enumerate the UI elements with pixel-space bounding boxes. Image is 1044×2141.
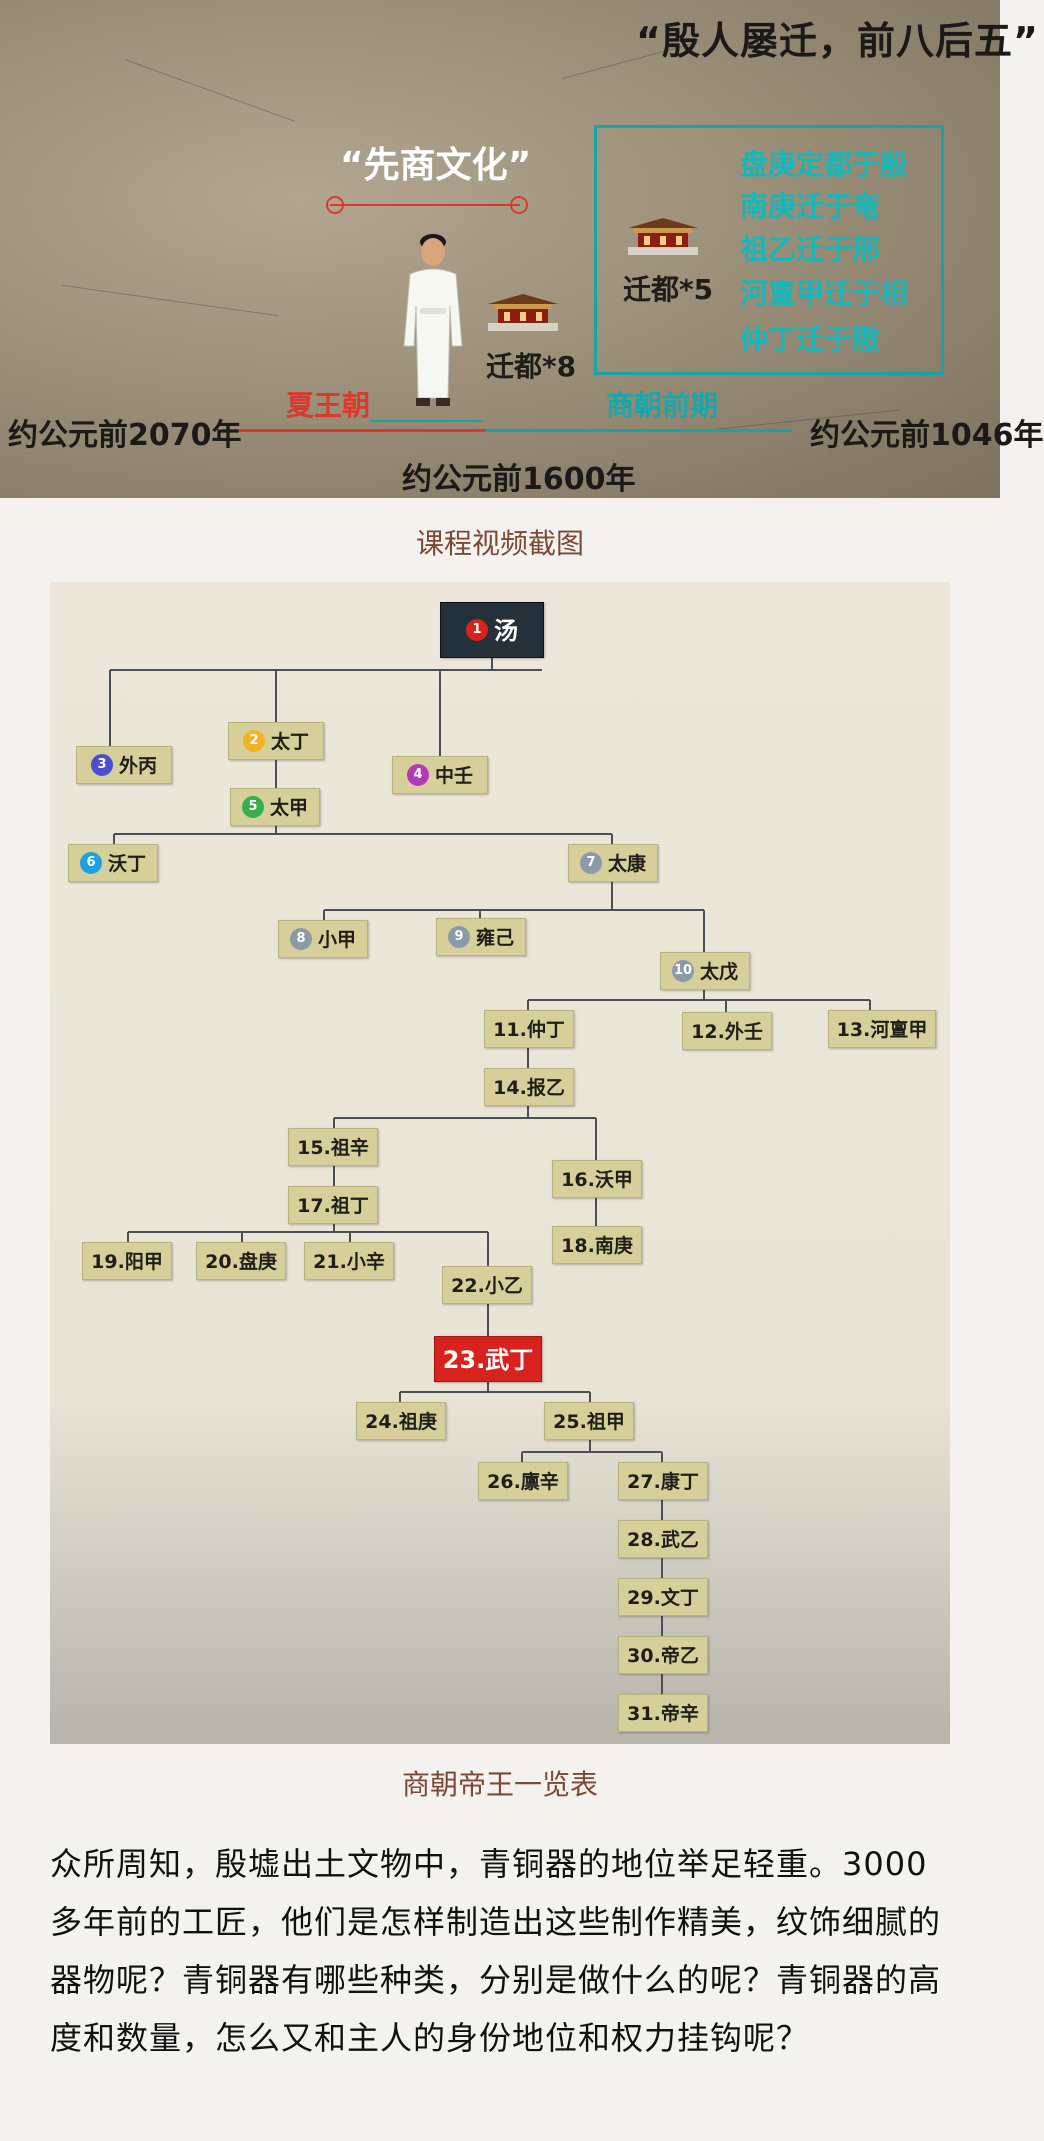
king-node: 29.文丁 bbox=[618, 1578, 708, 1616]
capital-moves-box bbox=[594, 125, 944, 375]
shang-timeline bbox=[486, 429, 792, 432]
king-node: 25.祖甲 bbox=[544, 1402, 634, 1440]
tree-connectors bbox=[109, 658, 871, 1694]
capital-move-line: 南庚迁于奄 bbox=[740, 190, 881, 223]
king-node: 13.河亶甲 bbox=[828, 1010, 936, 1048]
king-name: 汤 bbox=[494, 617, 518, 645]
capital-move-line: 祖乙迁于邢 bbox=[740, 233, 881, 266]
date-mid: 约公元前1600年 bbox=[402, 462, 636, 497]
shang-person-figure bbox=[403, 234, 463, 406]
moves-count-earlier: 迁都*8 bbox=[486, 350, 577, 383]
king-node: 28.武乙 bbox=[618, 1520, 708, 1558]
king-number-badge: 8 bbox=[289, 927, 312, 950]
king-name: 沃丁 bbox=[107, 853, 146, 875]
king-number-badge: 5 bbox=[241, 795, 264, 818]
king-number-badge: 3 bbox=[90, 753, 113, 776]
capital-move-line: 仲丁迁于隞 bbox=[740, 323, 881, 356]
capital-move-line: 河亶甲迁于相 bbox=[740, 277, 909, 310]
king-number-badge: 7 bbox=[579, 851, 602, 874]
king-name: 小甲 bbox=[317, 929, 356, 951]
king-name: 雍己 bbox=[475, 927, 514, 949]
date-start: 约公元前2070年 bbox=[8, 418, 242, 453]
king-node: 21.小辛 bbox=[304, 1242, 394, 1280]
video-screenshot: “殷人屡迁，前八后五” “先商文化” 盘庚定都于殷 南庚迁于奄 祖乙迁于邢 河亶… bbox=[0, 0, 1044, 498]
king-node: 30.帝乙 bbox=[618, 1636, 708, 1674]
king-node: 12.外壬 bbox=[682, 1012, 772, 1050]
king-node: 14.报乙 bbox=[484, 1068, 574, 1106]
king-number-badge: 4 bbox=[406, 763, 429, 786]
king-node: 16.沃甲 bbox=[552, 1160, 642, 1198]
culture-range-bar bbox=[330, 204, 520, 206]
tree-caption: 商朝帝王一览表 bbox=[401, 1768, 598, 1801]
capital-move-line: 盘庚定都于殷 bbox=[740, 148, 909, 181]
king-node: 20.盘庚 bbox=[196, 1242, 286, 1280]
king-node: 17.祖丁 bbox=[288, 1186, 378, 1224]
king-node: 31.帝辛 bbox=[618, 1694, 708, 1732]
early-shang-label: 商朝前期 bbox=[606, 389, 719, 422]
king-name: 外丙 bbox=[118, 755, 157, 777]
video-caption: 课程视频截图 bbox=[415, 527, 584, 560]
king-node: 18.南庚 bbox=[552, 1226, 642, 1264]
pre-shang-culture-label: “先商文化” bbox=[340, 145, 532, 186]
king-number-badge: 9 bbox=[447, 925, 470, 948]
king-node: 27.康丁 bbox=[618, 1462, 708, 1500]
king-node: 11.仲丁 bbox=[484, 1010, 574, 1048]
king-node: 24.祖庚 bbox=[356, 1402, 446, 1440]
range-dot-left bbox=[326, 196, 344, 214]
palace-icon bbox=[488, 294, 558, 331]
king-number-badge: 6 bbox=[79, 851, 102, 874]
timeline-cap bbox=[370, 420, 482, 422]
king-name: 太丁 bbox=[270, 731, 309, 753]
range-dot-right bbox=[510, 196, 528, 214]
king-node: 19.阳甲 bbox=[82, 1242, 172, 1280]
king-number-badge: 2 bbox=[242, 729, 265, 752]
king-name: 太甲 bbox=[269, 797, 308, 819]
king-name: 太康 bbox=[607, 853, 646, 875]
xia-timeline bbox=[222, 429, 486, 432]
king-name: 中壬 bbox=[434, 765, 473, 787]
king-node: 23.武丁 bbox=[434, 1336, 542, 1382]
wall-crack bbox=[125, 59, 295, 122]
xia-dynasty-label: 夏王朝 bbox=[286, 389, 371, 422]
moves-count-later: 迁都*5 bbox=[623, 273, 714, 306]
quote-title: “殷人屡迁，前八后五” bbox=[636, 19, 1039, 63]
king-node: 26.廪辛 bbox=[478, 1462, 568, 1500]
king-node: 15.祖辛 bbox=[288, 1128, 378, 1166]
king-number-badge: 1 bbox=[466, 619, 488, 641]
king-node: 22.小乙 bbox=[442, 1266, 532, 1304]
king-number-badge: 10 bbox=[671, 959, 694, 982]
king-name: 太戊 bbox=[699, 961, 738, 983]
palace-icon bbox=[628, 218, 698, 255]
wall-crack bbox=[61, 284, 279, 317]
intro-paragraph: 众所周知，殷墟出土文物中，青铜器的地位举足轻重。3000多年前的工匠，他们是怎样… bbox=[50, 1845, 942, 2057]
date-end: 约公元前1046年 bbox=[810, 418, 1044, 453]
